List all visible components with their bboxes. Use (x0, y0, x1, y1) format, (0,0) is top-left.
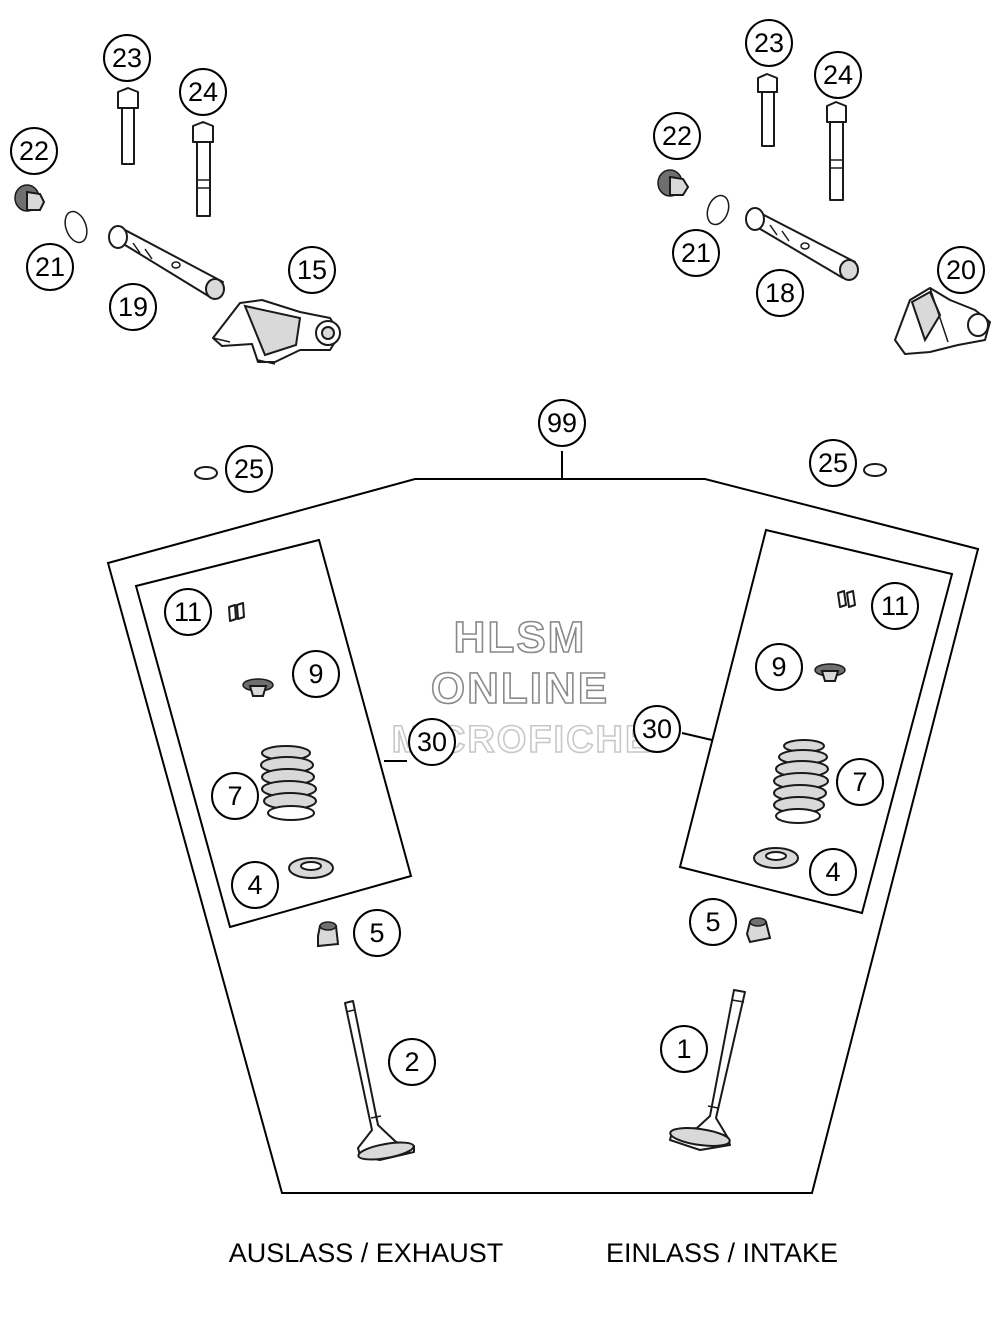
svg-text:22: 22 (19, 136, 49, 166)
valve-spring-7-right-icon (773, 739, 829, 824)
rocker-shaft-18-icon (745, 207, 859, 281)
valve-seal-5-left-icon (317, 921, 340, 948)
svg-text:23: 23 (112, 43, 142, 73)
callout-11-left: 11 (164, 588, 212, 636)
callout-18: 18 (756, 269, 804, 317)
callout-30-left: 30 (408, 718, 456, 766)
svg-text:20: 20 (946, 255, 976, 285)
kit-frame-30-left (134, 538, 413, 929)
callout-19: 19 (109, 283, 157, 331)
callout-5-right: 5 (689, 898, 737, 946)
svg-text:11: 11 (881, 591, 909, 621)
svg-text:7: 7 (227, 781, 242, 811)
callout-15: 15 (288, 246, 336, 294)
svg-text:19: 19 (118, 292, 148, 322)
svg-text:23: 23 (754, 28, 784, 58)
callout-1: 1 (660, 1025, 708, 1073)
o-ring-21-right-icon (706, 194, 730, 226)
svg-text:25: 25 (818, 448, 848, 478)
bolt-23-left-icon (117, 87, 139, 165)
bolt-24-left-icon (192, 121, 214, 217)
callout-7-left: 7 (211, 772, 259, 820)
svg-text:18: 18 (765, 278, 795, 308)
watermark-line-2: ONLINE (431, 664, 609, 713)
rocker-arm-20-icon (894, 287, 991, 355)
spring-seat-4-left-icon (288, 857, 334, 879)
svg-text:9: 9 (308, 659, 323, 689)
callout-5-left: 5 (353, 909, 401, 957)
watermark-line-1: HLSM (454, 613, 587, 662)
bolt-23-right-icon (757, 73, 778, 147)
callout-4-left: 4 (231, 861, 279, 909)
callout-9-left: 9 (292, 650, 340, 698)
valve-spring-7-left-icon (260, 745, 317, 821)
callout-25-left: 25 (225, 445, 273, 493)
valve-keepers-11-right-icon (837, 590, 856, 608)
caption-intake: EINLASS / INTAKE (606, 1238, 838, 1268)
svg-text:11: 11 (174, 597, 202, 627)
callout-21-left: 21 (26, 243, 74, 291)
svg-text:30: 30 (417, 727, 447, 757)
svg-text:22: 22 (662, 121, 692, 151)
callout-4-right: 4 (809, 848, 857, 896)
callout-23-left: 23 (103, 34, 151, 82)
shim-25-right-icon (863, 463, 887, 477)
svg-text:99: 99 (547, 408, 577, 438)
svg-text:1: 1 (676, 1034, 691, 1064)
svg-text:25: 25 (234, 454, 264, 484)
svg-text:4: 4 (247, 870, 262, 900)
callout-11-right: 11 (871, 582, 919, 630)
plug-22-right-icon (657, 169, 690, 197)
callout-23-right: 23 (745, 19, 793, 67)
svg-text:21: 21 (681, 238, 711, 268)
callout-21-right: 21 (672, 229, 720, 277)
svg-text:7: 7 (852, 767, 867, 797)
callout-22-left: 22 (10, 127, 58, 175)
callout-24-left: 24 (179, 68, 227, 116)
spring-retainer-9-right-icon (814, 663, 846, 682)
svg-text:15: 15 (297, 255, 327, 285)
spring-seat-4-right-icon (753, 847, 799, 869)
shim-25-left-icon (194, 466, 218, 480)
leader-30-right (681, 732, 713, 741)
kit-frame-30-right (678, 528, 954, 915)
rocker-arm-15-icon (212, 299, 341, 365)
intake-valve-1-icon (669, 989, 746, 1151)
kit-frame-99 (106, 478, 980, 1194)
callout-2: 2 (388, 1038, 436, 1086)
rocker-shaft-19-icon (108, 225, 225, 300)
callout-9-right: 9 (755, 643, 803, 691)
svg-text:9: 9 (771, 652, 786, 682)
bolt-24-right-icon (826, 101, 847, 201)
callout-7-right: 7 (836, 758, 884, 806)
svg-text:30: 30 (642, 714, 672, 744)
svg-text:21: 21 (35, 252, 65, 282)
callout-30-right: 30 (633, 705, 681, 753)
svg-text:4: 4 (825, 857, 840, 887)
plug-22-left-icon (14, 184, 46, 212)
spring-retainer-9-left-icon (242, 678, 274, 697)
exhaust-valve-2-icon (344, 1000, 415, 1161)
o-ring-21-left-icon (64, 210, 88, 244)
caption-exhaust: AUSLASS / EXHAUST (229, 1238, 504, 1268)
valve-seal-5-right-icon (745, 917, 772, 944)
svg-text:5: 5 (369, 918, 384, 948)
callout-20: 20 (937, 246, 985, 294)
svg-text:5: 5 (705, 907, 720, 937)
svg-text:24: 24 (188, 77, 218, 107)
callout-24-right: 24 (814, 51, 862, 99)
callout-25-right: 25 (809, 439, 857, 487)
svg-text:2: 2 (404, 1047, 419, 1077)
callout-99: 99 (538, 399, 586, 447)
callout-22-right: 22 (653, 112, 701, 160)
svg-text:24: 24 (823, 60, 853, 90)
valve-keepers-11-left-icon (228, 602, 245, 622)
